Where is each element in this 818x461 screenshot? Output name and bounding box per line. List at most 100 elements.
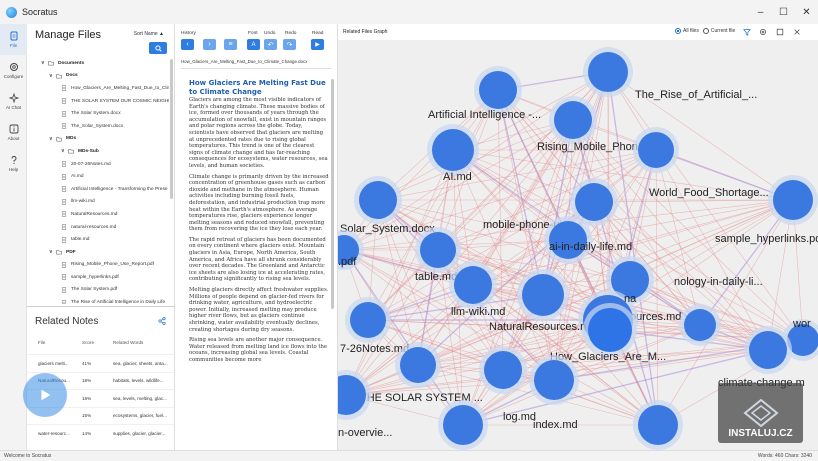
graph-node[interactable]: log.md [479, 346, 536, 423]
rail-ai-chat[interactable]: AI Chat [0, 86, 27, 117]
font-button[interactable]: A [247, 39, 260, 50]
graph-node-circle[interactable] [575, 183, 613, 221]
tree-file[interactable]: NaturalResources.md [27, 208, 169, 221]
chevron-down-icon[interactable]: ∨ [49, 72, 53, 79]
graph-node[interactable]: How_Glaciers_Are_M... [550, 303, 666, 363]
undo-button[interactable]: ↶ [264, 39, 277, 50]
graph-node[interactable]: AI.md [427, 124, 479, 183]
note-row[interactable]: glaciers melti...41%sea, glacier, sheets… [27, 354, 174, 372]
tree-folder[interactable]: ∨MDs [27, 133, 169, 146]
graph-node[interactable]: mobile-phone-use [483, 178, 618, 231]
graph-node-circle[interactable] [787, 324, 818, 356]
graph-node[interactable]: The_Rise_of_Artificial_... [583, 47, 757, 101]
graph-node-circle[interactable] [588, 308, 632, 352]
note-row[interactable]: water-resourc...14%supplies, glacier, gl… [27, 424, 174, 442]
redo-button[interactable]: ↷ [283, 39, 296, 50]
chevron-down-icon[interactable]: ∨ [61, 148, 65, 155]
graph-node[interactable]: Solar_System.docx [340, 176, 435, 235]
search-button[interactable] [149, 42, 167, 54]
history-back-button[interactable]: ‹ [181, 39, 194, 50]
tree-file[interactable]: 20-07-26Notes.md [27, 158, 169, 171]
graph-node-circle[interactable] [549, 221, 587, 259]
tree-file[interactable]: THE SOLAR SYSTEM OUR COSMIC NEIGHBOR [27, 95, 169, 108]
share-icon[interactable] [158, 317, 166, 325]
graph-node[interactable]: sample_hyperlinks.pdf [715, 175, 818, 245]
graph-node[interactable]: Rising_Mobile_Phone_... [537, 96, 659, 153]
tree-folder[interactable]: ∨Docs [27, 70, 169, 83]
tree-file[interactable]: The Rise of Artificial Intelligence in D… [27, 296, 169, 304]
graph-node-circle[interactable] [454, 266, 492, 304]
settings-icon[interactable] [759, 28, 767, 36]
graph-canvas[interactable]: Artificial Intelligence -... The_Rise_of_… [338, 40, 818, 450]
graph-node-circle[interactable] [611, 261, 649, 299]
tree-file[interactable]: The Solar System.docx [27, 107, 169, 120]
graph-node-circle[interactable] [638, 132, 674, 168]
graph-node[interactable]: .pdf [338, 230, 364, 270]
tree-file[interactable]: The_Solar_System.docx [27, 120, 169, 133]
document-content[interactable]: How Glaciers Are Melting Fast Due to Cli… [189, 79, 329, 450]
graph-node[interactable]: THE SOLAR SYSTEM ... [360, 342, 483, 404]
tree-file[interactable]: Rising_Mobile_Phone_Use_Report.pdf [27, 259, 169, 272]
tree-file[interactable]: sample_hyperlinks.pdf [27, 271, 169, 284]
graph-node[interactable]: World_Food_Shortage... [633, 127, 769, 199]
chevron-down-icon[interactable]: ∨ [41, 60, 45, 67]
rail-about[interactable]: About [0, 117, 27, 148]
rail-file[interactable]: File [0, 24, 27, 55]
play-button[interactable] [23, 373, 67, 417]
graph-node[interactable]: ources.md [517, 269, 681, 323]
filter-icon[interactable] [743, 28, 751, 36]
zoom-fit-icon[interactable] [776, 28, 784, 36]
minimize-button[interactable]: – [757, 6, 764, 18]
tree-file[interactable]: Artificial Intelligence - Transforming t… [27, 183, 169, 196]
chevron-down-icon[interactable]: ∨ [49, 249, 53, 256]
graph-node-circle[interactable] [420, 232, 456, 268]
graph-node[interactable]: nology-in-daily-li... [606, 256, 763, 304]
graph-node-circle[interactable] [400, 347, 436, 383]
graph-svg[interactable]: Artificial Intelligence -... The_Rise_of_… [338, 40, 818, 450]
rail-help[interactable]: Help [0, 148, 27, 179]
maximize-button[interactable]: ☐ [779, 6, 788, 18]
tree-file[interactable]: llm-wiki.md [27, 196, 169, 209]
tree-folder[interactable]: ∨MDs-Sub [27, 145, 169, 158]
tree-file[interactable]: table.md [27, 233, 169, 246]
graph-node-circle[interactable] [534, 360, 574, 400]
note-row[interactable]: 16%sea, levels, melting, glac... [27, 389, 174, 407]
graph-node[interactable]: n-overvie... [338, 370, 392, 439]
tree-file[interactable]: natural-resources.md [27, 221, 169, 234]
document-scrollbar[interactable] [331, 79, 334, 309]
graph-node-circle[interactable] [773, 180, 813, 220]
close-graph-icon[interactable] [793, 28, 801, 36]
graph-node[interactable]: ai-in-daily-life.md [544, 216, 632, 264]
graph-node[interactable]: index.md [529, 355, 579, 431]
graph-node-circle[interactable] [588, 52, 628, 92]
graph-node-circle[interactable] [684, 309, 716, 341]
read-aloud-button[interactable]: ▶ [311, 39, 324, 50]
graph-node-circle[interactable] [443, 405, 483, 445]
graph-node[interactable]: Artificial Intelligence -... [428, 66, 541, 121]
note-row[interactable]: 15%ecosystems, glacier, fuel... [27, 406, 174, 425]
close-button[interactable]: ✕ [802, 6, 811, 18]
rail-configure[interactable]: Configure [0, 55, 27, 86]
graph-node-circle[interactable] [338, 375, 366, 415]
history-forward-button[interactable]: › [203, 39, 216, 50]
graph-node-circle[interactable] [479, 71, 517, 109]
graph-node-circle[interactable] [350, 302, 386, 338]
graph-node-circle[interactable] [554, 101, 592, 139]
panel-splitter[interactable] [27, 306, 175, 307]
graph-node[interactable]: na [624, 293, 721, 346]
document-tab[interactable]: How_Glaciers_Are_Melting_Fast_Due_to_Cli… [181, 59, 331, 69]
tree-file[interactable]: The Solar System.pdf [27, 284, 169, 297]
graph-node[interactable]: llm-wiki.md [449, 261, 505, 318]
tree-file[interactable]: AI.md [27, 170, 169, 183]
file-tree-scrollbar[interactable] [170, 59, 173, 199]
history-list-button[interactable]: ≡ [224, 39, 237, 50]
graph-node-circle[interactable] [359, 181, 397, 219]
all-files-radio[interactable] [675, 28, 681, 34]
graph-node[interactable]: water-resources.md [633, 400, 755, 450]
graph-node[interactable]: SCHEMA.md [434, 400, 499, 450]
graph-node-circle[interactable] [522, 274, 564, 316]
current-file-radio[interactable] [702, 28, 709, 34]
graph-node[interactable]: 7-26Notes.md [340, 297, 409, 355]
sort-name-button[interactable]: Sort Name ▲ [133, 31, 164, 37]
chevron-down-icon[interactable]: ∨ [49, 135, 53, 142]
